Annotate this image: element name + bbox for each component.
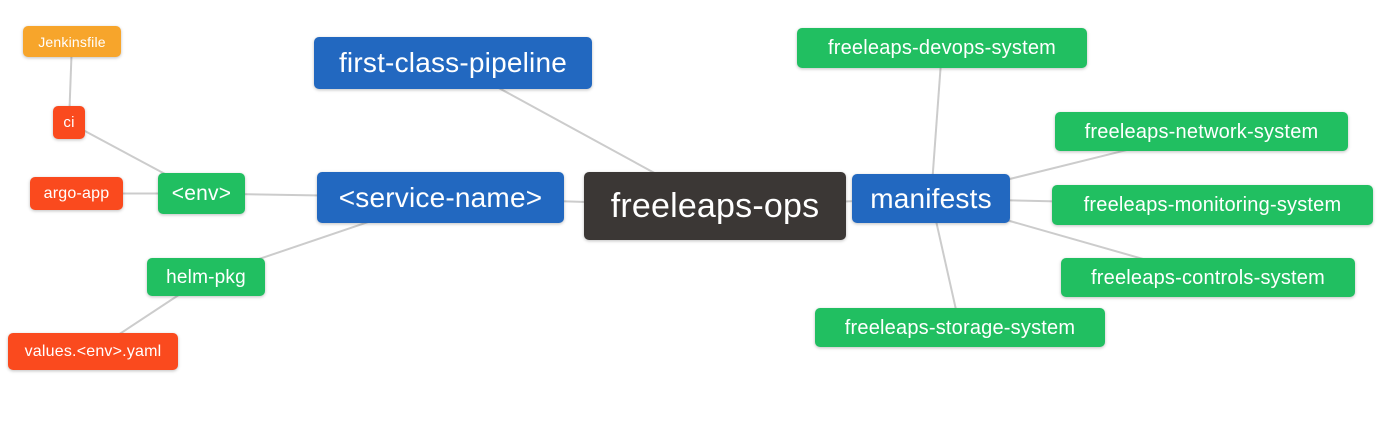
node-freeleaps-controls-system[interactable]: freeleaps-controls-system (1061, 258, 1355, 297)
node-freeleaps-storage-system[interactable]: freeleaps-storage-system (815, 308, 1105, 347)
node-values-env-yaml[interactable]: values.<env>.yaml (8, 333, 178, 370)
node-service-name[interactable]: <service-name> (317, 172, 564, 223)
node-first-class-pipeline[interactable]: first-class-pipeline (314, 37, 592, 89)
node-env[interactable]: <env> (158, 173, 245, 214)
edge-manifests-freeleaps-devops-system (930, 47, 943, 199)
node-freeleaps-ops[interactable]: freeleaps-ops (584, 172, 846, 240)
node-manifests[interactable]: manifests (852, 174, 1010, 223)
node-helm-pkg[interactable]: helm-pkg (147, 258, 265, 296)
node-argo-app[interactable]: argo-app (30, 177, 123, 210)
node-freeleaps-devops-system[interactable]: freeleaps-devops-system (797, 28, 1087, 68)
node-freeleaps-network-system[interactable]: freeleaps-network-system (1055, 112, 1348, 151)
node-jenkinsfile[interactable]: Jenkinsfile (23, 26, 121, 57)
node-ci[interactable]: ci (53, 106, 85, 139)
node-freeleaps-monitoring-system[interactable]: freeleaps-monitoring-system (1052, 185, 1373, 225)
